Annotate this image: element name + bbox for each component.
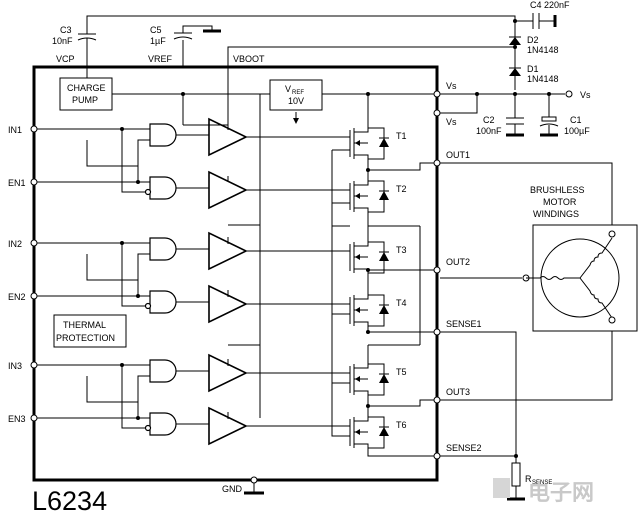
pin-en1-terminal[interactable]	[30, 178, 38, 186]
pin-out2-terminal[interactable]	[433, 266, 441, 274]
pin-sense2-terminal[interactable]	[433, 452, 441, 460]
pin-in2-terminal[interactable]	[30, 239, 38, 247]
charge-pump-label-2: PUMP	[72, 95, 98, 105]
rsense-main: R	[525, 474, 532, 484]
charge-pump-label-1: CHARGE	[67, 83, 106, 93]
rsense-resistor	[511, 462, 521, 487]
d1-name: D1	[527, 64, 539, 74]
and-gate-5	[149, 359, 177, 383]
pin-vboot: VBOOT	[233, 54, 265, 64]
c4-label: C4 220nF	[530, 0, 570, 10]
pin-en2-terminal[interactable]	[30, 292, 38, 300]
mosfet-t6: T6	[349, 413, 407, 452]
vref-reg-value: 10V	[288, 96, 304, 106]
mosfet-t2: T2	[349, 177, 407, 216]
c2-name: C2	[483, 115, 495, 125]
watermark-text: 电子网	[528, 480, 594, 505]
pin-in3-terminal[interactable]	[30, 361, 38, 369]
vref-reg-main: V	[285, 84, 291, 94]
motor-label-1: BRUSHLESS	[530, 185, 585, 195]
charge-pump-block	[59, 77, 113, 111]
d1-diode	[509, 68, 521, 76]
part-number: L6234	[32, 486, 107, 516]
c2-value: 100nF	[476, 126, 502, 136]
motor-stator	[540, 238, 620, 318]
vs-terminal[interactable]	[565, 90, 573, 98]
pin-vs-mid: Vs	[446, 117, 457, 127]
thermal-label-2: PROTECTION	[56, 333, 115, 343]
watermark-logo: 电子网	[493, 478, 594, 505]
d2-name: D2	[527, 35, 539, 45]
transistor-label-t5: T5	[396, 367, 407, 377]
pin-out3-terminal[interactable]	[433, 396, 441, 404]
transistor-label-t3: T3	[396, 245, 407, 255]
pin-en1: EN1	[8, 178, 26, 188]
transistor-label-t1: T1	[396, 131, 407, 141]
pin-out1: OUT1	[446, 150, 470, 160]
pin-vs-ext: Vs	[580, 90, 591, 100]
transistor-label-t4: T4	[396, 298, 407, 308]
pin-gnd-terminal[interactable]	[250, 476, 258, 484]
pin-vref: VREF	[148, 54, 173, 64]
mosfet-t4: T4	[349, 291, 407, 330]
c3-value: 10nF	[52, 36, 73, 46]
and-gate-4	[144, 290, 177, 314]
and-gate-3	[149, 237, 177, 261]
mosfet-t5: T5	[349, 360, 407, 399]
motor-label-3: WINDINGS	[533, 209, 579, 219]
transistor-label-t6: T6	[396, 420, 407, 430]
pin-en3-terminal[interactable]	[30, 414, 38, 422]
pin-in2: IN2	[8, 239, 22, 249]
c3-name: C3	[60, 25, 72, 35]
pin-vs-top: Vs	[446, 81, 457, 91]
mosfet-t3: T3	[349, 238, 407, 277]
and-gate-2	[144, 176, 177, 200]
c1-name: C1	[570, 115, 582, 125]
pin-vs-mid-terminal[interactable]	[433, 109, 441, 117]
motor-box	[532, 224, 638, 332]
vref-regulator-block	[269, 79, 323, 111]
c1-value: 100µF	[564, 126, 590, 136]
and-gate-6	[144, 412, 177, 436]
pin-out1-terminal[interactable]	[433, 159, 441, 167]
c5-name: C5	[150, 25, 162, 35]
pin-vs-top-terminal[interactable]	[433, 90, 441, 98]
pin-gnd: GND	[222, 484, 243, 494]
pin-sense2: SENSE2	[446, 443, 482, 453]
pin-vcp: VCP	[56, 54, 75, 64]
pin-in1-terminal[interactable]	[30, 125, 38, 133]
pin-en2: EN2	[8, 292, 26, 302]
pin-out3: OUT3	[446, 387, 470, 397]
d2-diode	[509, 37, 521, 45]
mosfet-t1: T1	[349, 124, 407, 163]
c1-capacitor	[541, 116, 557, 122]
thermal-label-1: THERMAL	[63, 320, 106, 330]
pin-out2: OUT2	[446, 257, 470, 267]
motor-label-2: MOTOR	[543, 197, 577, 207]
pin-sense1-terminal[interactable]	[433, 328, 441, 336]
d2-value: 1N4148	[527, 45, 559, 55]
vref-reg-sub: REF	[292, 90, 304, 96]
and-gate-1	[149, 123, 177, 147]
bootstrap-wire	[86, 15, 516, 36]
c5-value: 1µF	[150, 36, 166, 46]
pin-in1: IN1	[8, 125, 22, 135]
pin-in3: IN3	[8, 361, 22, 371]
d1-value: 1N4148	[527, 74, 559, 84]
rsense-sub: SENSE	[532, 480, 552, 486]
pin-sense1: SENSE1	[446, 319, 482, 329]
thermal-protection-block	[53, 314, 127, 348]
transistor-label-t2: T2	[396, 184, 407, 194]
pin-en3: EN3	[8, 414, 26, 424]
